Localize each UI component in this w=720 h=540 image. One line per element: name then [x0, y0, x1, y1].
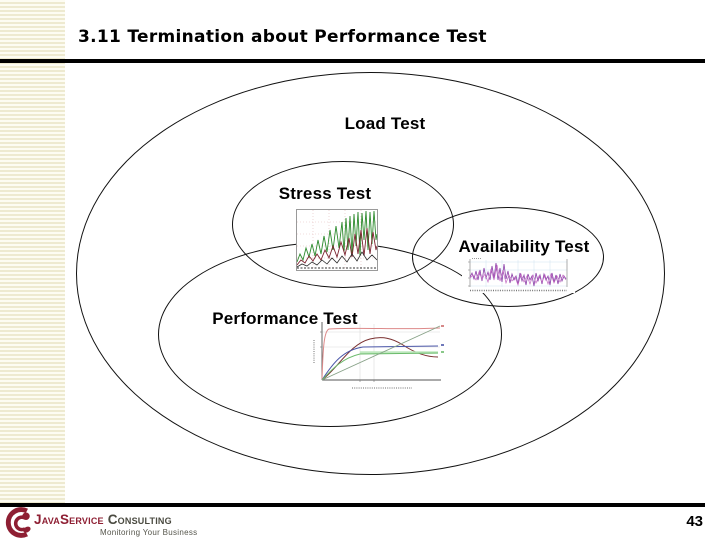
page-number: 43 — [686, 513, 703, 530]
brand-primary-text: JavaService — [34, 512, 104, 527]
stress-chart-image — [296, 209, 378, 271]
perfmon-spike-chart-icon — [297, 210, 377, 270]
footer-divider-line — [0, 503, 705, 507]
load-test-label: Load Test — [344, 114, 426, 133]
slide-title: 3.11 Termination about Performance Test — [78, 27, 487, 47]
performance-test-label: Performance Test — [212, 309, 358, 328]
brand-tagline: Monitoring Your Business — [100, 528, 198, 537]
availability-test-label: Availability Test — [458, 237, 590, 256]
left-stripe-decoration — [0, 0, 65, 505]
throughput-vs-load-chart-icon — [313, 322, 444, 389]
availability-monitor-chart-icon — [468, 258, 568, 292]
title-divider-line — [0, 59, 705, 63]
company-logo-icon — [2, 507, 34, 540]
performance-chart-image — [308, 318, 445, 395]
stress-test-label: Stress Test — [278, 184, 372, 203]
brand-secondary-text: Consulting — [107, 512, 172, 527]
load-test-ellipse — [76, 72, 665, 475]
availability-chart-image — [462, 256, 575, 293]
